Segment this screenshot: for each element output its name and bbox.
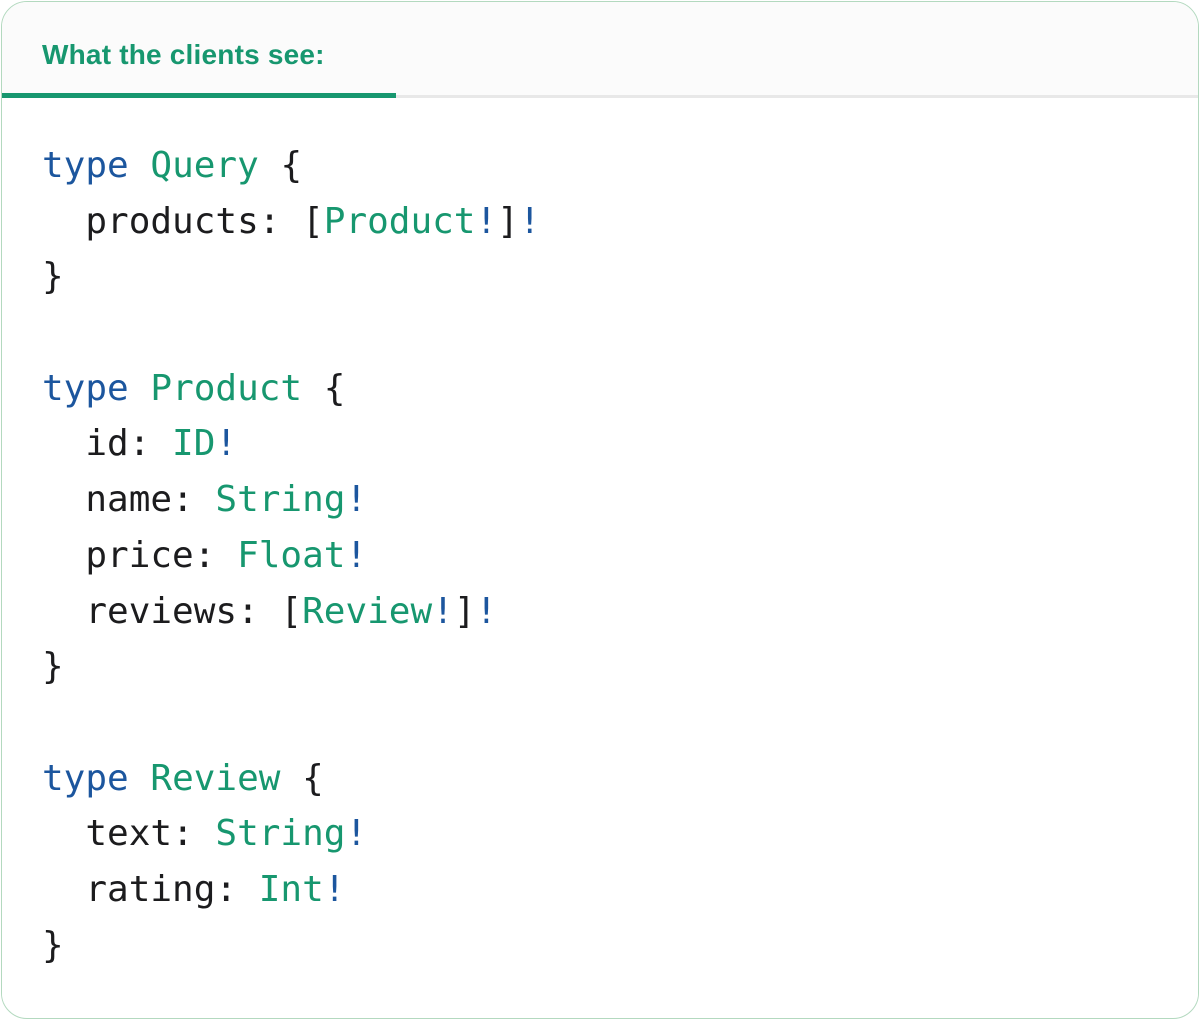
- code-line: products: [Product!]!: [42, 200, 541, 242]
- code-line: [42, 305, 1168, 361]
- code-line: }: [42, 924, 64, 966]
- code-area: type Query { products: [Product!]!} type…: [2, 98, 1198, 1004]
- code-line: }: [42, 646, 64, 688]
- code-line: type Product {: [42, 367, 346, 409]
- code-line: type Review {: [42, 757, 324, 799]
- tab-what-clients-see[interactable]: What the clients see:: [2, 2, 365, 98]
- code-line: id: ID!: [42, 423, 238, 465]
- code-line: name: String!: [42, 479, 368, 521]
- code-line: }: [42, 256, 64, 298]
- code-line: text: String!: [42, 813, 368, 855]
- card-header: What the clients see:: [2, 2, 1198, 98]
- code-line: price: Float!: [42, 534, 368, 576]
- code-line: reviews: [Review!]!: [42, 590, 498, 632]
- code-line: [42, 695, 1168, 751]
- tab-label: What the clients see:: [42, 39, 325, 70]
- code-line: type Query {: [42, 145, 303, 186]
- code-line: rating: Int!: [42, 868, 346, 910]
- graphql-schema-code-block: type Query { products: [Product!]!} type…: [42, 138, 1168, 973]
- active-tab-indicator: [2, 93, 396, 98]
